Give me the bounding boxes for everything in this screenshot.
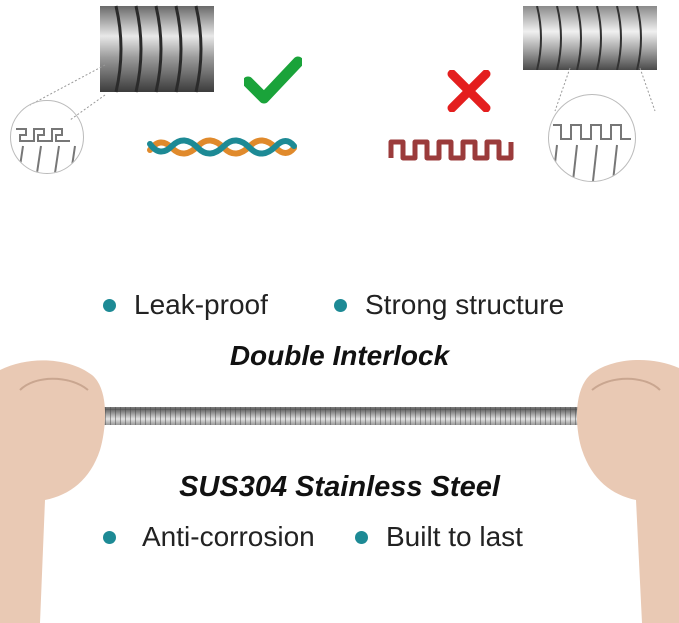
single-lock-profile-icon [388,139,514,161]
feature-label: Strong structure [365,289,565,320]
hose-stretch-photo [0,359,679,623]
interlock-hose-photo [96,0,218,98]
magnifier-lines-left [29,64,106,121]
heading-sus304: SUS304 Stainless Steel [179,471,500,503]
bullet-icon [103,530,116,544]
bullet-icon [355,530,368,544]
magnifier-circle-right [548,94,636,182]
heading-double-interlock: Double Interlock [229,340,450,371]
check-mark-icon [244,56,302,104]
magnifier-lines-right [554,67,656,112]
feature-built-to-last: Built to last [355,521,523,553]
single-lock-hose-photo [523,5,657,71]
x-mark-icon [447,70,491,112]
feature-label: Leak-proof [134,289,268,320]
feature-strong-structure: Strong structure [334,289,564,321]
feature-leak-proof: Leak-proof [103,289,268,321]
feature-label: Anti-corrosion [142,521,315,552]
feature-label: Built to last [386,521,523,552]
feature-anti-corrosion: Anti-corrosion [103,521,315,553]
double-interlock-profile-icon [147,137,297,157]
magnifier-circle-left [10,100,84,174]
bullet-icon [103,298,116,312]
bullet-icon [334,298,347,312]
